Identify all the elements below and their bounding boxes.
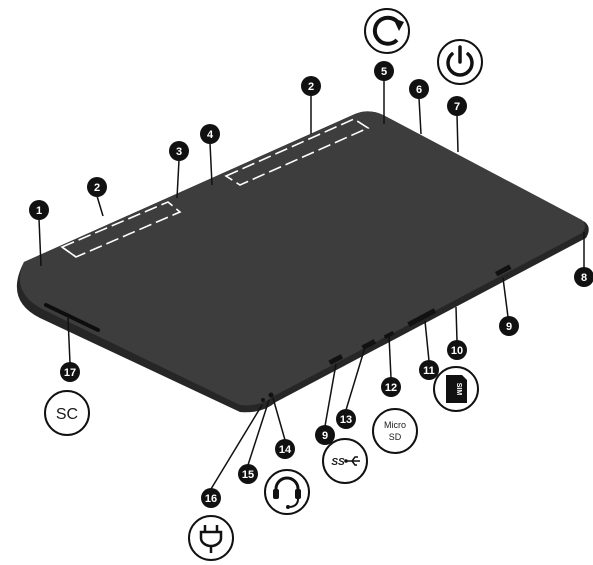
svg-text:SS: SS	[331, 457, 345, 468]
power-plug-icon	[188, 515, 234, 561]
callout-13: 13	[336, 409, 356, 429]
usb-port-left	[328, 354, 344, 366]
callout-4: 4	[200, 124, 220, 144]
speaker-outline-left	[60, 201, 182, 258]
smart-card-slot	[44, 303, 100, 332]
svg-text:7: 7	[454, 101, 460, 113]
tablet-body	[19, 111, 585, 406]
power-icon	[437, 39, 483, 85]
leader-lines	[38, 80, 585, 490]
svg-text:2: 2	[308, 81, 314, 93]
svg-text:6: 6	[416, 84, 422, 96]
callout-15: 15	[238, 464, 258, 484]
headset-icon	[264, 469, 310, 515]
rotate-icon	[364, 8, 410, 54]
svg-text:13: 13	[340, 414, 352, 426]
svg-text:10: 10	[451, 345, 463, 357]
svg-text:17: 17	[64, 367, 76, 379]
smart-card-icon: SC	[44, 390, 90, 436]
callout-2-left: 2	[87, 177, 107, 197]
callout-10: 10	[447, 340, 467, 360]
svg-text:15: 15	[242, 469, 254, 481]
callout-7: 7	[447, 96, 467, 116]
svg-text:3: 3	[176, 146, 182, 158]
sim-slot	[407, 308, 437, 327]
callout-12: 12	[381, 377, 401, 397]
svg-text:SD: SD	[389, 432, 402, 442]
callout-6: 6	[409, 79, 429, 99]
callout-17: 17	[60, 362, 80, 382]
svg-text:4: 4	[207, 129, 214, 141]
audio-jack	[268, 392, 274, 398]
svg-text:Micro: Micro	[384, 420, 406, 430]
callout-11: 11	[419, 360, 439, 380]
speaker-outline-right	[224, 118, 370, 186]
power-connector-port	[261, 398, 265, 402]
svg-text:16: 16	[205, 493, 217, 505]
callout-8: 8	[574, 267, 593, 287]
svg-text:9: 9	[506, 321, 512, 333]
sim-icon: SIM	[433, 366, 479, 412]
svg-text:SIM: SIM	[455, 383, 462, 396]
callout-1: 1	[29, 200, 49, 220]
svg-text:SC: SC	[56, 406, 78, 423]
callout-9-right: 9	[499, 316, 519, 336]
port-right-9	[494, 264, 512, 277]
svg-text:14: 14	[279, 444, 292, 456]
callout-9-left: 9	[315, 425, 335, 445]
svg-text:11: 11	[423, 365, 435, 377]
callout-16: 16	[201, 488, 221, 508]
svg-text:9: 9	[322, 430, 328, 442]
svg-text:1: 1	[36, 205, 42, 217]
svg-text:2: 2	[94, 182, 100, 194]
callout-5: 5	[374, 61, 394, 81]
callout-2-right: 2	[301, 76, 321, 96]
svg-text:5: 5	[381, 66, 387, 78]
microsd-slot	[383, 330, 395, 340]
callout-14: 14	[275, 439, 295, 459]
microsd-icon: Micro SD	[372, 408, 418, 454]
svg-text:8: 8	[581, 272, 587, 284]
callout-3: 3	[169, 141, 189, 161]
svg-text:12: 12	[385, 382, 397, 394]
usb-superspeed-icon: SS	[322, 438, 368, 484]
